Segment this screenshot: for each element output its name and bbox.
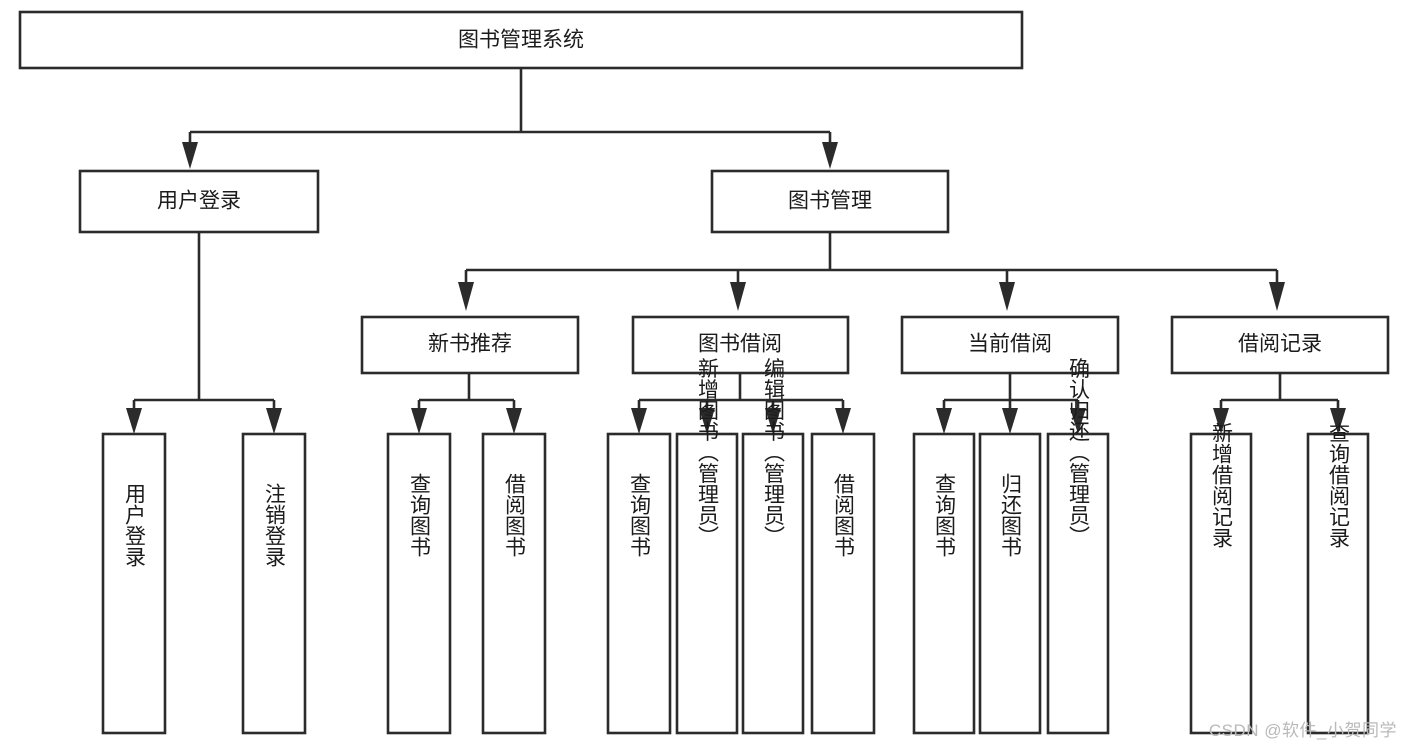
node-leaf-add-book-label: 新增图书（管理员） (696, 358, 720, 547)
node-leaf-query-book-1-box[interactable] (386, 432, 452, 735)
node-leaf-query-book-3-box[interactable] (912, 432, 976, 735)
connector-group-records (1213, 373, 1346, 434)
node-leaf-return-book[interactable]: 归还图书 (978, 432, 1042, 735)
arrow-head-login (182, 142, 198, 169)
connector-group-current (936, 373, 1086, 434)
node-root[interactable]: 图书管理系统 (18, 10, 1024, 70)
node-leaf-return-book-box[interactable] (978, 432, 1042, 735)
arrow-head-leaf-query-record (1330, 408, 1346, 434)
arrow-head-leaf-add-record (1213, 408, 1229, 434)
node-login[interactable]: 用户登录 (78, 169, 320, 234)
arrow-head-leaf-confirm-return (1070, 408, 1086, 434)
node-leaf-borrow-book-2[interactable]: 借阅图书 (810, 432, 876, 735)
arrow-head-leaf-add-book (699, 408, 715, 434)
node-newbook[interactable]: 新书推荐 (360, 315, 580, 375)
arrow-head-newbook (458, 282, 474, 311)
node-login-label: 用户登录 (157, 190, 241, 213)
node-leaf-edit-book-box[interactable] (741, 432, 805, 735)
node-leaf-query-book-2-box[interactable] (606, 432, 672, 735)
arrow-head-leaf-user-login (126, 408, 142, 434)
node-leaf-confirm-return-label: 确认归还（管理员） (1067, 358, 1091, 547)
node-leaf-add-book-box[interactable] (675, 432, 739, 735)
connector-group-borrow (631, 373, 851, 434)
csdn-watermark: CSDN @软件_小贺同学 (1208, 721, 1397, 740)
node-records[interactable]: 借阅记录 (1170, 315, 1390, 375)
node-records-label: 借阅记录 (1238, 333, 1322, 356)
node-newbook-box[interactable] (360, 315, 580, 375)
arrow-head-borrow (730, 282, 746, 311)
node-leaf-confirm-return[interactable]: 确认归还（管理员） (1046, 358, 1110, 735)
arrow-head-current (999, 282, 1015, 311)
arrow-head-leaf-user-logout (266, 408, 282, 434)
node-leaf-query-book-3[interactable]: 查询图书 (912, 432, 976, 735)
node-leaf-add-book[interactable]: 新增图书（管理员） (675, 358, 739, 735)
node-leaf-add-record-box[interactable] (1189, 432, 1253, 735)
node-leaf-add-record[interactable]: 新增借阅记录 (1189, 422, 1253, 735)
node-leaf-borrow-book-1-box[interactable] (481, 432, 547, 735)
arrow-head-leaf-edit-book (765, 408, 781, 434)
node-leaf-user-logout[interactable]: 注销登录 (241, 432, 307, 735)
node-leaf-add-record-label: 新增借阅记录 (1210, 422, 1234, 548)
node-leaf-query-book-2[interactable]: 查询图书 (606, 432, 672, 735)
node-current[interactable]: 当前借阅 (900, 315, 1120, 375)
connector-group-bookmgmt (458, 232, 1285, 311)
node-leaf-user-logout-label: 注销登录 (263, 483, 287, 567)
node-current-box[interactable] (900, 315, 1120, 375)
node-leaf-borrow-book-2-label: 借阅图书 (832, 473, 856, 557)
node-leaf-query-book-2-label: 查询图书 (628, 473, 652, 557)
node-bookmgmt-box[interactable] (710, 169, 950, 234)
node-leaf-user-login-box[interactable] (101, 432, 167, 735)
node-leaf-return-book-label: 归还图书 (999, 473, 1023, 557)
node-bookmgmt[interactable]: 图书管理 (710, 169, 950, 234)
connector-group-newbook (411, 373, 522, 434)
connector-group-login (126, 232, 282, 434)
node-leaf-user-login-label: 用户登录 (123, 483, 147, 567)
node-leaf-query-record[interactable]: 查询借阅记录 (1306, 422, 1370, 735)
node-leaf-query-record-label: 查询借阅记录 (1327, 422, 1351, 548)
node-bookmgmt-label: 图书管理 (788, 190, 872, 213)
node-leaf-borrow-book-1-label: 借阅图书 (503, 473, 527, 557)
node-records-box[interactable] (1170, 315, 1390, 375)
arrow-head-leaf-borrow-book-1 (506, 408, 522, 434)
node-leaf-query-book-3-label: 查询图书 (933, 473, 957, 557)
arrow-head-leaf-borrow-book-2 (835, 408, 851, 434)
node-leaf-user-logout-box[interactable] (241, 432, 307, 735)
node-leaf-borrow-book-1[interactable]: 借阅图书 (481, 432, 547, 735)
node-root-box[interactable] (18, 10, 1024, 70)
arrow-head-records (1269, 282, 1285, 311)
node-leaf-user-login[interactable]: 用户登录 (101, 432, 167, 735)
node-leaf-query-record-box[interactable] (1306, 432, 1370, 735)
node-leaf-edit-book-label: 编辑图书（管理员） (762, 358, 786, 547)
node-leaf-edit-book[interactable]: 编辑图书（管理员） (741, 358, 805, 735)
node-borrow-box[interactable] (631, 315, 850, 375)
node-login-box[interactable] (78, 169, 320, 234)
arrow-head-leaf-query-book-3 (936, 408, 952, 434)
node-leaf-query-book-1[interactable]: 查询图书 (386, 432, 452, 735)
node-leaf-borrow-book-2-box[interactable] (810, 432, 876, 735)
node-borrow[interactable]: 图书借阅 (631, 315, 850, 375)
arrow-head-bookmgmt (822, 142, 838, 169)
arrow-head-leaf-return-book (1002, 408, 1018, 434)
arrow-head-leaf-query-book-2 (631, 408, 647, 434)
connector-group-root (182, 68, 838, 169)
node-leaf-confirm-return-box[interactable] (1046, 432, 1110, 735)
node-root-label: 图书管理系统 (458, 29, 584, 52)
arrow-head-leaf-query-book-1 (411, 408, 427, 434)
node-newbook-label: 新书推荐 (428, 333, 512, 356)
node-leaf-query-book-1-label: 查询图书 (408, 473, 432, 557)
node-current-label: 当前借阅 (968, 333, 1052, 356)
node-borrow-label: 图书借阅 (698, 333, 782, 356)
